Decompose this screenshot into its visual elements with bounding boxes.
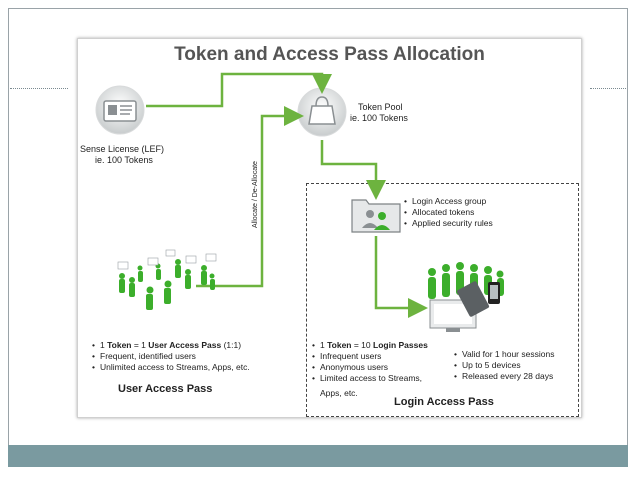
- bullet-item: Anonymous users: [312, 362, 428, 373]
- bullet-item: Unlimited access to Streams, Apps, etc.: [92, 362, 250, 373]
- user-people-cluster-icon: [117, 249, 217, 310]
- bullet-item: Login Access group: [404, 196, 493, 207]
- text-fragment: Token: [107, 340, 132, 350]
- bullet-item: Up to 5 devices: [454, 360, 554, 371]
- right-rule: [590, 88, 626, 89]
- text-fragment: = 1: [131, 340, 149, 350]
- arrows: [146, 72, 428, 318]
- text-fragment: 1: [100, 340, 108, 350]
- text-fragment: = 10: [351, 340, 374, 350]
- token-pool-bag-icon: [297, 87, 347, 137]
- user-pass-bullets: 1 Token = 1 User Access Pass (1:1) Frequ…: [92, 340, 250, 373]
- bullet-item: 1 Token = 10 Login Passes: [312, 340, 428, 351]
- diagram-title: Token and Access Pass Allocation: [174, 44, 485, 65]
- sense-license-label: Sense License (LEF): [80, 144, 165, 154]
- login-pass-heading: Login Access Pass: [394, 396, 494, 408]
- token-pool-tokens: ie. 100 Tokens: [350, 113, 408, 123]
- footer-bar: [8, 445, 628, 467]
- bullet-item: Allocated tokens: [404, 207, 493, 218]
- login-access-box: [306, 183, 579, 417]
- license-card-icon: [95, 85, 145, 135]
- login-group-folder-icon: [351, 199, 401, 233]
- bullet-item: Valid for 1 hour sessions: [454, 349, 554, 360]
- login-pass-bullets: 1 Token = 10 Login Passes Infrequent use…: [312, 340, 428, 384]
- sense-license-tokens: ie. 100 Tokens: [95, 155, 153, 165]
- bullet-item: Limited access to Streams,: [312, 373, 428, 384]
- text-fragment: Login Passes: [373, 340, 428, 350]
- login-group-bullets: Login Access group Allocated tokens Appl…: [404, 196, 493, 229]
- bullet-item: Applied security rules: [404, 218, 493, 229]
- allocate-label: Allocate / De-Allocate: [252, 161, 259, 228]
- devices-icon: [429, 281, 500, 332]
- bullet-item: Infrequent users: [312, 351, 428, 362]
- token-pool-label: Token Pool: [358, 102, 403, 112]
- text-fragment: Token: [327, 340, 352, 350]
- text-fragment: (1:1): [221, 340, 242, 350]
- login-pass-bullet-continued: Apps, etc.: [320, 388, 358, 398]
- text-fragment: 1: [320, 340, 328, 350]
- text-fragment: User Access Pass: [148, 340, 222, 350]
- bullet-item: Released every 28 days: [454, 371, 554, 382]
- user-pass-heading: User Access Pass: [118, 383, 213, 395]
- login-people-cluster-icon: [428, 262, 504, 299]
- login-pass-right-bullets: Valid for 1 hour sessions Up to 5 device…: [454, 349, 554, 382]
- left-rule: [10, 88, 68, 89]
- bullet-item: Frequent, identified users: [92, 351, 250, 362]
- bullet-item: 1 Token = 1 User Access Pass (1:1): [92, 340, 250, 351]
